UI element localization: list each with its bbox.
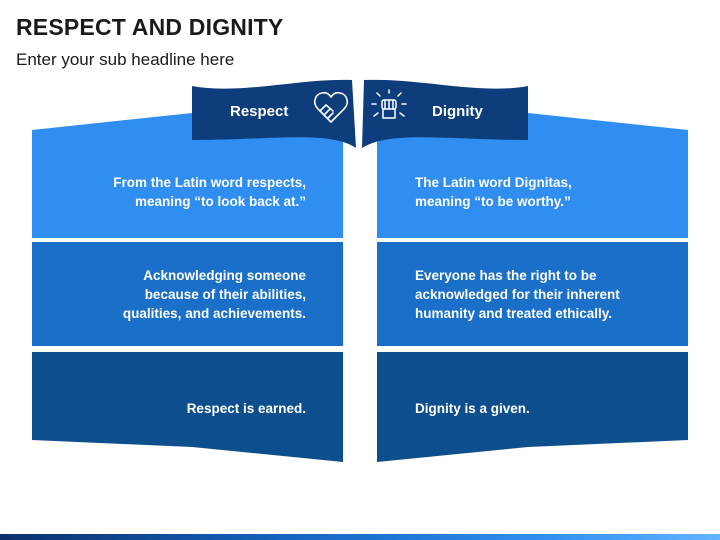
dignity-row-1-bg [377,113,688,238]
respect-heading: Respect [230,103,289,120]
page-subtitle: Enter your sub headline here [16,50,235,69]
respect-row-2-text: Acknowledging someone because of their a… [122,267,306,321]
dignity-row-3-bg [377,352,688,462]
raised-fist-icon [371,89,407,119]
dignity-row-1-text: The Latin word Dignitas, meaning “to be … [415,175,572,209]
dignity-row-2-bg [377,242,688,346]
dignity-heading: Dignity [432,103,483,120]
respect-row-2-bg [32,242,343,346]
footer-accent-bar [0,534,720,540]
page-title: RESPECT AND DIGNITY [16,14,284,40]
dignity-row-3-text: Dignity is a given. [415,400,530,416]
respect-row-3-bg [32,352,343,462]
handshake-heart-icon [313,91,349,123]
dignity-row-2-text: Everyone has the right to be acknowledge… [415,267,620,321]
respect-banner [192,79,356,148]
respect-row-3-text: Respect is earned. [186,400,306,416]
respect-row-1-bg [32,113,343,238]
respect-row-1-text: From the Latin word respects, meaning “t… [113,175,306,209]
dignity-banner [362,79,528,148]
